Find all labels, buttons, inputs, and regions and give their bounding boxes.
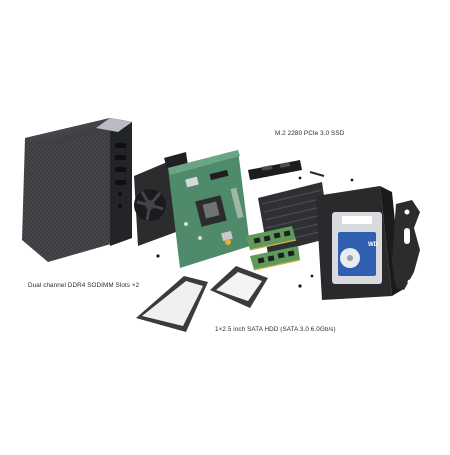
screws [156,176,354,288]
usb-port [115,155,126,160]
mini-pc-chassis [22,118,132,262]
hdd-brand-text: WD [368,242,379,248]
ram-callout-label: Dual channel DDR4 SODIMM Slots ×2 [28,282,140,289]
usb-port [115,167,126,172]
hdd-callout-label: 1×2.5 inch SATA HDD (SATA 3.0 6.0Gb/s) [215,326,336,333]
cooling-fan [134,152,188,246]
audio-jack [118,204,122,208]
usb-port [115,143,126,148]
bottom-cover [136,266,268,332]
usb-port [115,180,126,185]
vesa-mount [392,200,420,290]
audio-jack [118,192,122,196]
m2-ssd [248,160,325,180]
ram-modules [246,226,301,271]
ssd-callout-label: M.2 2280 PCIe 3.0 SSD [275,130,345,137]
hdd-bracket: WD [316,186,402,300]
motherboard [168,150,250,268]
